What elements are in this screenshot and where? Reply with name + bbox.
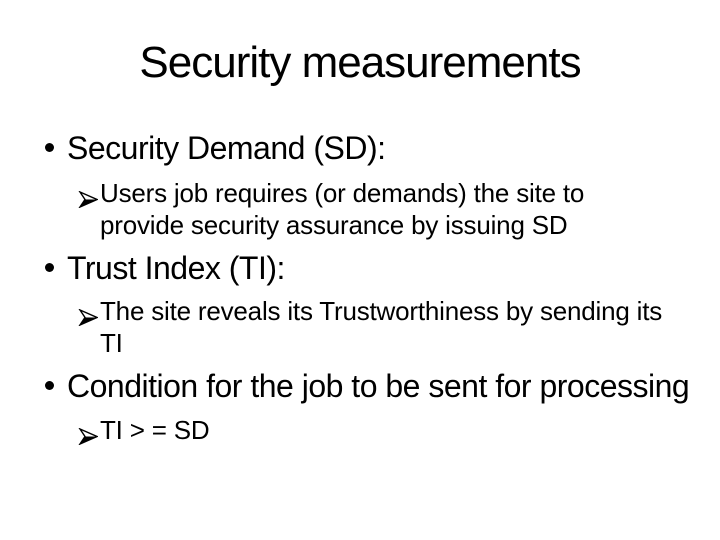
sub-bullet-condition: TI > = SD <box>0 414 720 446</box>
sub-bullet-line: Users job requires (or demands) the site… <box>100 178 585 208</box>
bullet-item-condition: Condition for the job to be sent for pro… <box>0 365 720 407</box>
sub-bullet-trust-index: The site reveals its Trustworthiness by … <box>0 295 720 359</box>
bullet-dot-icon <box>45 381 54 390</box>
sub-bullet-text: The site reveals its Trustworthiness by … <box>100 295 662 359</box>
slide-title: Security measurements <box>139 38 581 87</box>
sub-bullet-security-demand: Users job requires (or demands) the site… <box>0 177 720 241</box>
arrowhead-bullet-icon <box>78 301 99 327</box>
bullet-dot-icon <box>45 263 54 272</box>
sub-bullet-line: TI > = SD <box>100 415 210 445</box>
bullet-dot-icon <box>45 143 54 152</box>
sub-bullet-line: TI <box>100 328 123 358</box>
arrowhead-bullet-icon <box>78 420 99 446</box>
arrowhead-bullet-icon <box>78 183 99 209</box>
bullet-label: Condition for the job to be sent for pro… <box>67 368 690 404</box>
sub-bullet-text: TI > = SD <box>100 414 210 446</box>
sub-bullet-text: Users job requires (or demands) the site… <box>100 177 584 241</box>
sub-bullet-line: The site reveals its Trustworthiness by … <box>100 296 663 326</box>
bullet-item-security-demand: Security Demand (SD): <box>0 127 720 169</box>
bullet-item-trust-index: Trust Index (TI): <box>0 247 720 289</box>
bullet-label: Trust Index (TI): <box>67 250 285 286</box>
sub-bullet-line: provide security assurance by issuing SD <box>100 210 568 240</box>
bullet-label: Security Demand (SD): <box>67 130 386 166</box>
